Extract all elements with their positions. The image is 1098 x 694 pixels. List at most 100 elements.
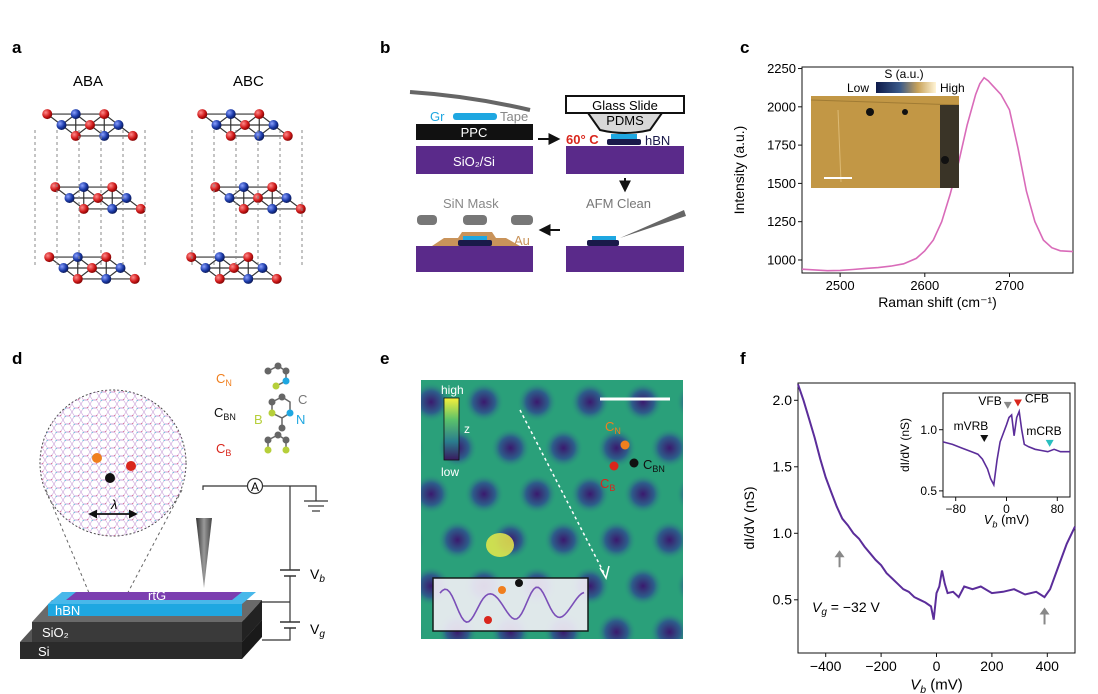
substrate-label: SiO₂/Si — [453, 154, 495, 169]
label-cb-e: CB — [600, 476, 615, 493]
sio2-side — [242, 600, 262, 642]
colorbar-z: z — [464, 422, 470, 436]
lattice-atom — [44, 252, 55, 263]
device-hbn — [458, 240, 492, 246]
y-tick-label: 1000 — [767, 253, 796, 268]
wire-ground — [263, 485, 317, 501]
moire-site — [490, 428, 531, 468]
mol3-atom-a — [264, 436, 272, 444]
mol2-atom-a — [268, 398, 276, 406]
x-tick-label: 80 — [1051, 502, 1065, 516]
lattice-atom — [99, 109, 110, 120]
y-axis-label: Intensity (a.u.) — [731, 126, 747, 215]
annotation-marker — [1045, 439, 1054, 447]
x-tick-label: 2500 — [826, 278, 855, 293]
lattice-atom — [70, 109, 81, 120]
stack-aba-label: ABA — [73, 73, 103, 90]
raman-map-line — [837, 109, 842, 183]
moire-site — [703, 612, 743, 652]
lattice-atom — [115, 263, 126, 273]
lattice-atom — [58, 263, 69, 273]
lattice-atom — [72, 273, 83, 284]
si-label: Si — [38, 644, 50, 659]
panel-d-device: λ CN CBN CB C B N A — [20, 362, 328, 659]
wire-tip — [202, 485, 248, 490]
si-layer — [20, 642, 242, 659]
lattice-atom — [72, 252, 83, 263]
moire-site — [596, 520, 637, 560]
series-line — [942, 408, 1070, 488]
rtg-layer — [66, 592, 242, 600]
lattice-atom — [238, 182, 249, 193]
ppc-label: PPC — [461, 125, 488, 140]
ammeter-label: A — [251, 480, 259, 494]
moire-site — [464, 658, 504, 694]
moire-site — [421, 620, 425, 639]
lattice-atom — [225, 109, 236, 120]
substrate-4 — [416, 246, 533, 272]
lattice-atom — [127, 130, 138, 141]
rtg-label: rtG — [148, 588, 166, 603]
site-cbn-dot-d — [105, 473, 115, 483]
series-line — [797, 383, 1076, 620]
colorbar-low-e: low — [441, 465, 459, 479]
profile-cbn — [515, 579, 523, 587]
raman-map-inset: S (a.u.) Low High — [810, 67, 965, 188]
mol2-atom-n — [286, 409, 294, 417]
lattice-atom — [56, 120, 67, 130]
y-axis-label: dI/dV (nS) — [898, 418, 912, 472]
lattice-atom — [210, 182, 221, 193]
moire-site — [543, 520, 584, 560]
lattice-atom — [78, 182, 89, 193]
moire-site — [437, 520, 478, 560]
moire-site — [358, 382, 398, 422]
lattice-atom — [238, 203, 249, 214]
vb-label: Vb — [310, 566, 325, 585]
raman-map-particle-1 — [866, 108, 874, 116]
annotation-marker — [980, 434, 989, 442]
legend-cn: CN — [216, 371, 232, 388]
moire-site — [358, 658, 398, 694]
x-tick-label: 0 — [933, 658, 941, 674]
label-cn-e: CN — [605, 419, 621, 436]
moire-site — [676, 478, 683, 510]
lambda-label: λ — [110, 497, 117, 512]
lattice-atom — [254, 109, 265, 120]
site-cbn-dot-e — [629, 458, 639, 468]
moire-site — [623, 382, 663, 422]
ammeter — [246, 477, 264, 495]
moire-site — [544, 336, 584, 376]
substrate-3 — [566, 246, 684, 272]
y-tick-label: 1.0 — [773, 525, 793, 541]
x-tick-label: −400 — [810, 658, 842, 674]
sio2-layer — [32, 622, 242, 642]
abc-lattice — [186, 109, 306, 284]
panel-b-fabrication: Gr Tape PPC SiO₂/Si Glass Slide PDMS 60°… — [409, 90, 686, 272]
aba-lattice — [34, 109, 146, 284]
mol-label-b: B — [254, 412, 263, 427]
moire-site — [623, 566, 663, 606]
lattice-atom — [186, 252, 197, 263]
moire-site — [623, 658, 663, 694]
lattice-atom — [121, 193, 132, 203]
stack-abc-label: ABC — [233, 73, 264, 90]
substrate-1 — [416, 146, 533, 174]
hbn-flake — [607, 139, 641, 145]
temp-label: 60° C — [566, 132, 599, 147]
moire-site — [703, 336, 743, 376]
sio2-label: SiO₂ — [42, 625, 69, 640]
panel-letter-d: d — [12, 349, 22, 368]
moire-site — [570, 382, 610, 422]
x-tick-label: −200 — [865, 658, 897, 674]
lattice-atom — [107, 182, 118, 193]
mol3-atom-b2 — [264, 446, 272, 454]
moire-site — [596, 428, 637, 468]
x-tick-label: −80 — [946, 502, 967, 516]
panel-e-stm: high low z CN CB CBN — [358, 336, 743, 694]
lattice-atom — [229, 263, 239, 273]
moire-site — [411, 658, 451, 694]
zoom-line-right — [123, 489, 183, 601]
mol-label-n: N — [296, 412, 305, 427]
legend-cbn: CBN — [214, 405, 236, 422]
